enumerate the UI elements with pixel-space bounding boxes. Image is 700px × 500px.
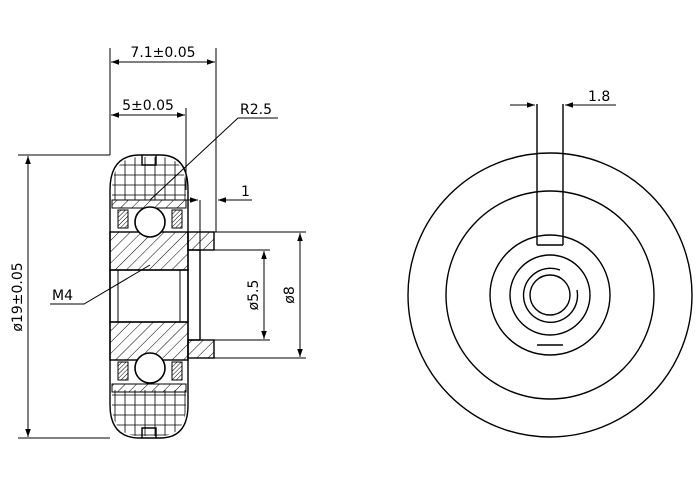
bore [109, 269, 189, 323]
middle-circle [445, 190, 655, 400]
dim-step-label: 1 [241, 184, 250, 200]
dim-hub-width-label: 5±0.05 [122, 98, 174, 114]
section-view [109, 154, 215, 439]
dim-outer-diameter-label: ø19±0.05 [10, 262, 26, 331]
hub-bottom-flange [187, 339, 215, 359]
dim-boss-diameter-label: ø8 [282, 286, 298, 303]
bearing-bottom-outer-race [111, 383, 187, 393]
bearing-bottom-seal-right [171, 361, 183, 381]
bore-inner-circle [529, 274, 571, 316]
bearing-top-seal-left [117, 209, 129, 229]
thread-arc [522, 267, 579, 323]
bearing-top-ball [134, 206, 166, 238]
outer-circle [407, 152, 693, 438]
hub-top-flange [187, 231, 215, 251]
front-view [407, 104, 693, 438]
bearing-top-seal-right [171, 209, 183, 229]
dim-radius-label: R2.5 [240, 102, 272, 118]
bore-outer-circle [509, 254, 591, 336]
dim-bore-diameter-label: ø5.5 [246, 280, 262, 311]
tyre-outline [109, 154, 189, 439]
dim-overall-width-label: 7.1±0.05 [130, 45, 195, 61]
dim-slot-width-label: 1.8 [588, 89, 610, 105]
tyre-top-fill [112, 157, 186, 200]
tyre-bottom-fill [112, 390, 186, 436]
bearing-bottom-ball [134, 352, 166, 384]
hub-circle [489, 234, 611, 356]
dim-thread-label: M4 [52, 288, 73, 304]
bearing-bottom-seal-left [117, 361, 129, 381]
dimension-lines [18, 48, 306, 439]
